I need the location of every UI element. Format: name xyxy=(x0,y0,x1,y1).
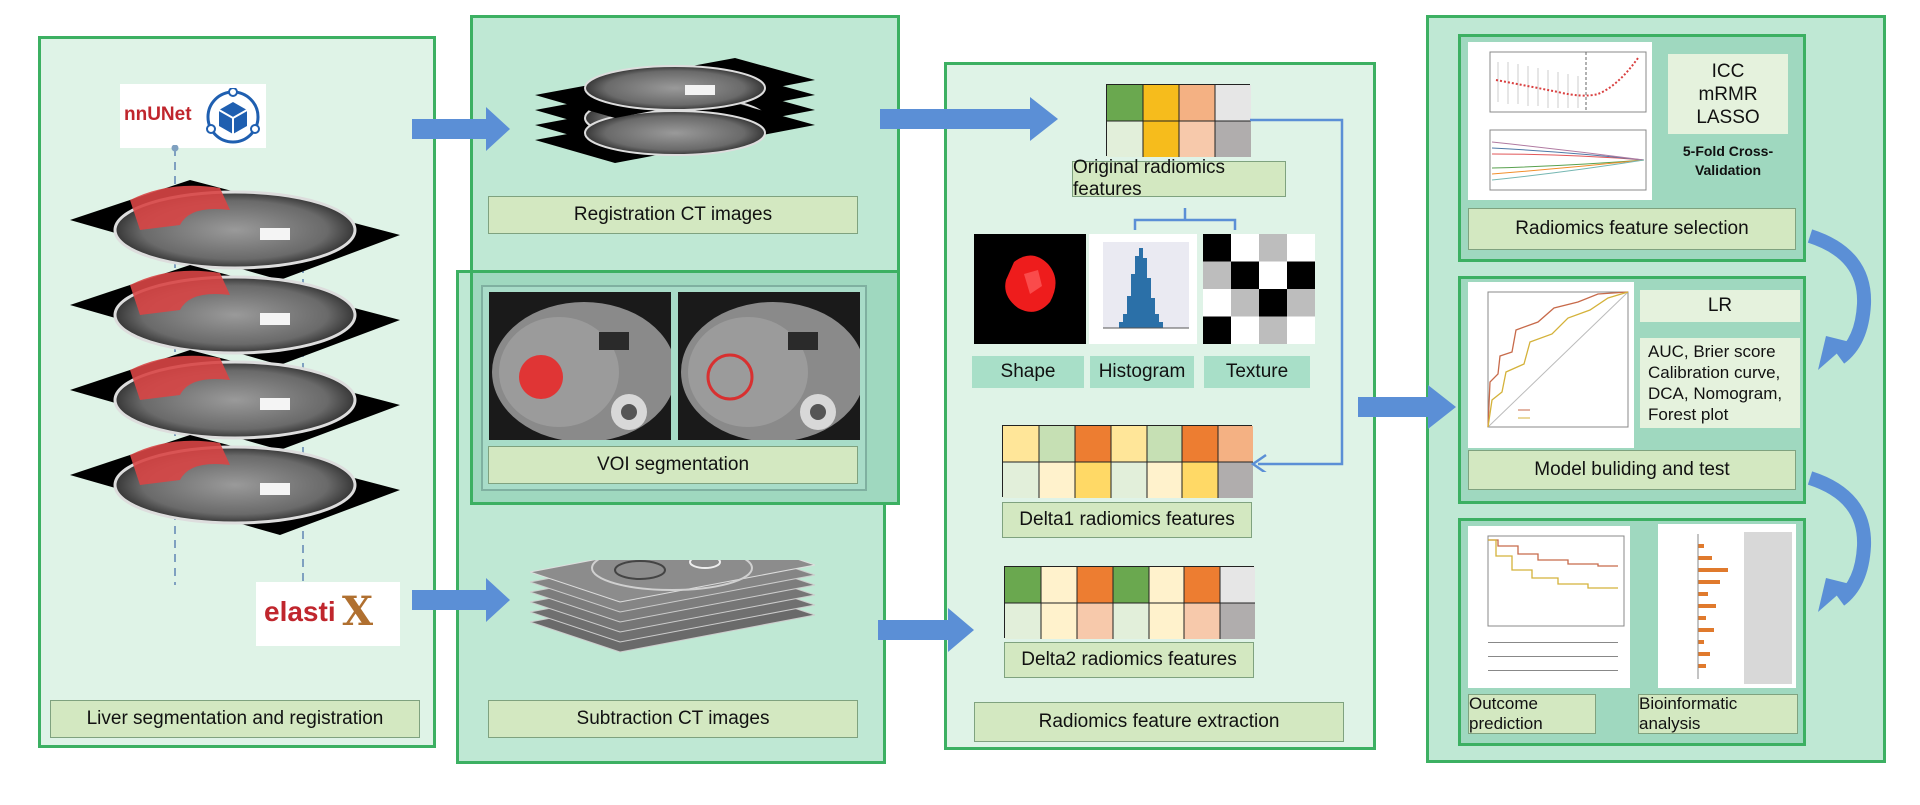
nnunet-logo: nnUNet xyxy=(120,84,266,148)
delta1-features-grid xyxy=(1002,425,1253,498)
delta2-features-label: Delta2 radiomics features xyxy=(1004,642,1254,678)
arrow-to-subtraction xyxy=(412,578,510,622)
selection-methods-box: ICC mRMR LASSO xyxy=(1668,54,1788,134)
subtraction-ct-stack xyxy=(530,560,815,653)
metric-dca: DCA, Nomogram, xyxy=(1648,384,1783,403)
registration-label: Registration CT images xyxy=(488,196,858,234)
feature-type-bracket xyxy=(1133,208,1237,230)
roc-curve-thumbnail xyxy=(1468,282,1634,448)
lasso-plots-thumbnail xyxy=(1468,42,1652,200)
subtraction-label: Subtraction CT images xyxy=(488,700,858,738)
arrow-to-registration xyxy=(412,107,510,151)
metrics-box: AUC, Brier score Calibration curve, DCA,… xyxy=(1640,338,1800,428)
elastix-logo-x: X xyxy=(342,588,374,635)
km-curve-thumbnail xyxy=(1468,526,1630,688)
metric-calibration: Calibration curve, xyxy=(1648,363,1781,382)
method-icc: ICC xyxy=(1711,60,1745,82)
curved-arrow-selection-to-model xyxy=(1807,229,1872,370)
metric-forest: Forest plot xyxy=(1648,405,1729,424)
delta1-features-label: Delta1 radiomics features xyxy=(1002,502,1252,538)
arrow-to-original-features xyxy=(880,97,1058,141)
texture-label: Texture xyxy=(1204,356,1310,388)
elastix-logo-text: elasti xyxy=(264,596,336,627)
histogram-label: Histogram xyxy=(1090,356,1194,388)
original-features-label: Original radiomics features xyxy=(1072,157,1286,200)
histogram-thumbnail xyxy=(1089,234,1197,344)
metric-auc: AUC, Brier score xyxy=(1648,342,1776,361)
elastix-logo: elasti X xyxy=(256,582,400,646)
shape-label: Shape xyxy=(972,356,1084,388)
voi-ct-image-filled xyxy=(489,292,671,440)
shape-thumbnail xyxy=(974,234,1086,344)
model-building-label: Model buliding and test xyxy=(1468,450,1796,490)
texture-thumbnail xyxy=(1203,234,1315,344)
method-lasso: LASSO xyxy=(1696,106,1760,128)
forest-plot-thumbnail xyxy=(1658,524,1796,688)
registration-ct-stack xyxy=(535,58,815,163)
original-features-grid xyxy=(1106,84,1251,157)
liver-ct-stack-graphic xyxy=(70,180,400,535)
liver-ct-stack xyxy=(70,180,400,560)
voi-ct-image-outline xyxy=(678,292,860,440)
liver-segmentation-label: Liver segmentation and registration xyxy=(50,700,420,738)
nnunet-cube-icon xyxy=(206,88,260,144)
feature-selection-label: Radiomics feature selection xyxy=(1468,208,1796,250)
radiomics-extraction-label: Radiomics feature extraction xyxy=(974,702,1344,742)
lr-box: LR xyxy=(1640,290,1800,322)
curved-arrow-model-to-outcome xyxy=(1807,471,1872,612)
arrow-to-delta2-features xyxy=(878,608,974,652)
nnunet-logo-text: nnUNet xyxy=(124,104,192,125)
delta2-features-grid xyxy=(1004,566,1255,639)
original-to-delta1-connector xyxy=(1250,118,1344,472)
bioinformatic-analysis-label: Bioinformatic analysis xyxy=(1638,694,1798,734)
cross-validation-text: 5-Fold Cross-Validation xyxy=(1682,143,1774,178)
outcome-prediction-label: Outcome prediction xyxy=(1468,694,1596,734)
voi-segmentation-label: VOI segmentation xyxy=(488,446,858,484)
arrow-to-modeling xyxy=(1358,385,1456,429)
method-mrmr: mRMR xyxy=(1698,83,1758,105)
